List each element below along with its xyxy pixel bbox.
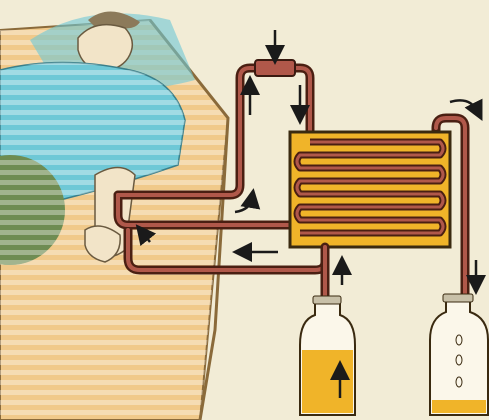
flow-arrow-icon — [135, 224, 157, 247]
used-dialysate-bottle — [429, 293, 489, 416]
dialyzer-coil-inner — [295, 140, 445, 235]
dripping-drops — [455, 334, 463, 388]
flow-arrow-icon — [234, 188, 261, 214]
flow-arrow-icon — [449, 98, 483, 121]
dialyzer — [288, 130, 452, 305]
flow-arrows — [135, 30, 486, 398]
